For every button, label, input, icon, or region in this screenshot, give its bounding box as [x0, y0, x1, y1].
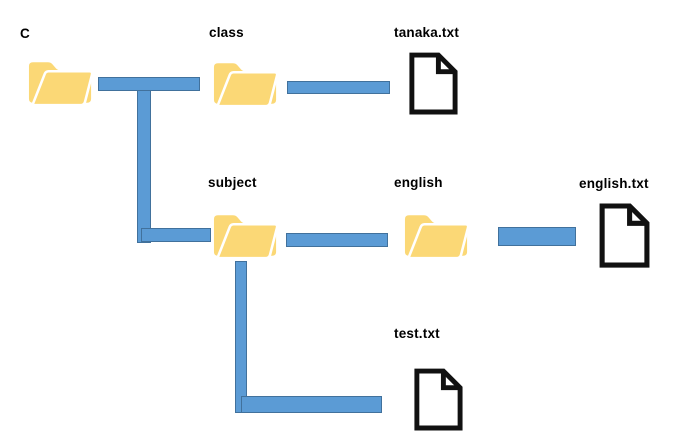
node-label-test-txt: test.txt	[394, 326, 440, 341]
folder-icon	[213, 215, 279, 260]
node-label-class: class	[209, 25, 244, 40]
connector-subject-to-english	[286, 233, 388, 247]
connector-english-to-englishtxt	[498, 227, 576, 246]
file-icon	[414, 368, 463, 431]
connector-subject-stem-vertical	[235, 261, 247, 413]
node-label-english-txt: english.txt	[579, 176, 649, 191]
node-label-root: C	[20, 26, 30, 41]
connector-subject-to-testtxt	[241, 396, 382, 413]
node-label-subject: subject	[208, 175, 257, 190]
file-icon	[599, 203, 650, 268]
connector-root-to-class	[98, 77, 200, 91]
connector-root-to-subject	[141, 228, 211, 242]
connector-root-stem-vertical	[137, 88, 151, 243]
folder-icon	[28, 62, 94, 107]
connector-class-to-tanaka	[287, 81, 390, 94]
folder-icon	[213, 63, 279, 108]
file-icon	[409, 52, 458, 115]
folder-icon	[404, 215, 470, 260]
node-label-tanaka: tanaka.txt	[394, 25, 460, 40]
node-label-english: english	[394, 175, 443, 190]
